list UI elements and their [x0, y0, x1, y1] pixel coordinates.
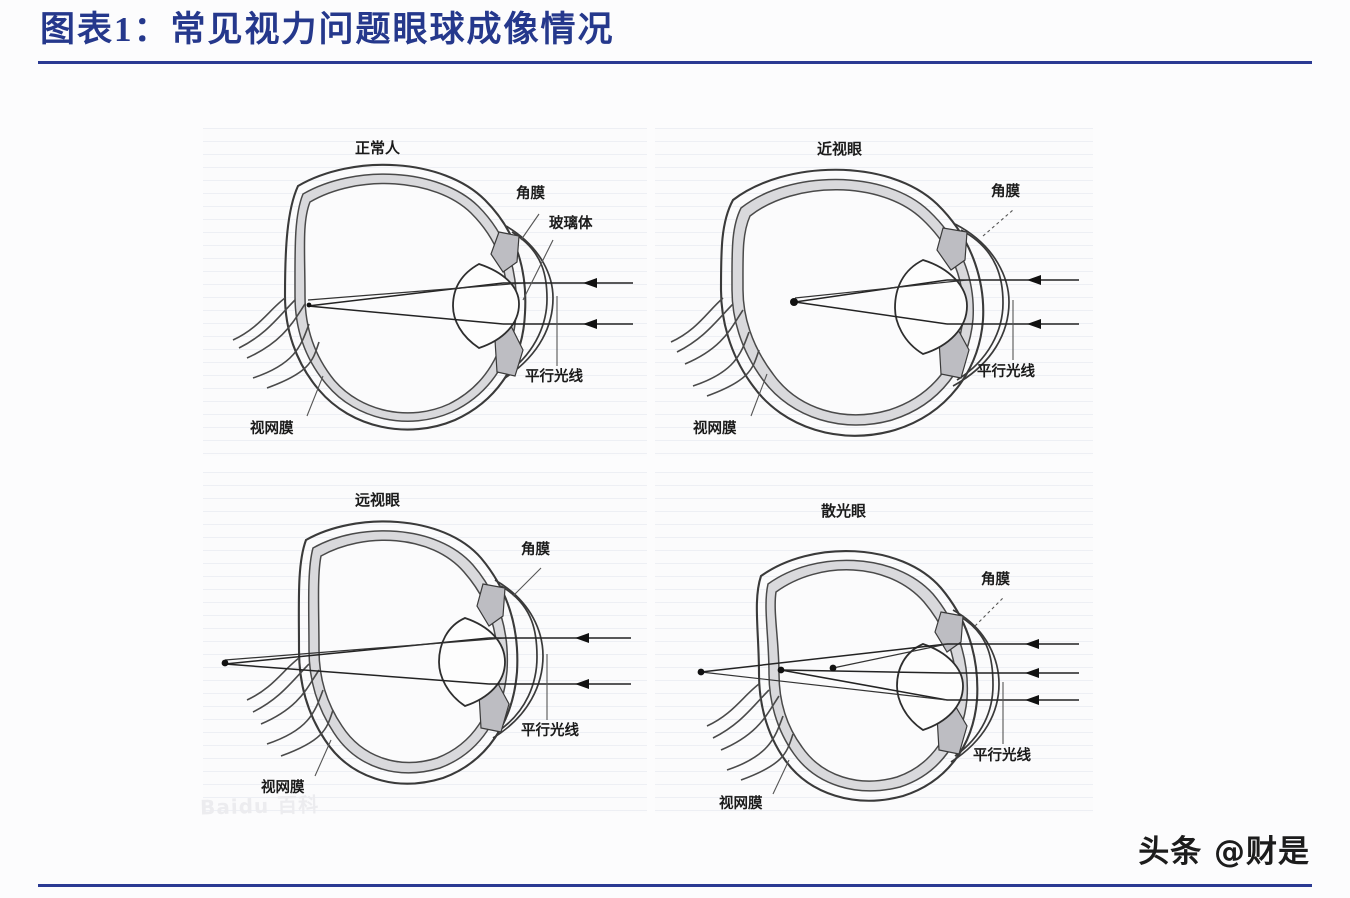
label-parallel-rays: 平行光线 — [973, 746, 1031, 764]
panel-hyperopia-eye: 远视眼 角膜 — [203, 472, 647, 813]
label-vitreous: 玻璃体 — [549, 214, 593, 232]
panel-normal-eye: 正常人 — [203, 128, 647, 456]
label-retina: 视网膜 — [250, 419, 294, 437]
title-bar: 图表1：常见视力问题眼球成像情况 — [0, 0, 1350, 64]
focal-point-3 — [829, 664, 837, 672]
focal-point — [306, 302, 312, 308]
label-retina: 视网膜 — [261, 778, 305, 796]
label-cornea: 角膜 — [521, 540, 550, 558]
toutiao-watermark: 头条 @财是 — [1138, 834, 1310, 870]
label-cornea: 角膜 — [516, 184, 545, 202]
label-parallel-rays: 平行光线 — [525, 367, 583, 385]
label-cornea: 角膜 — [991, 182, 1020, 200]
label-parallel-rays: 平行光线 — [521, 721, 579, 739]
focal-point-1 — [697, 668, 705, 676]
panel-myopia-title: 近视眼 — [817, 140, 862, 158]
focal-point — [790, 298, 798, 306]
focal-point — [221, 659, 229, 667]
label-retina: 视网膜 — [693, 419, 737, 437]
label-retina: 视网膜 — [719, 794, 763, 812]
title-underline-rule — [38, 61, 1312, 64]
eye-imaging-figure: 正常人 — [203, 128, 1093, 813]
footer-rule — [38, 884, 1312, 887]
panel-astigmatism-eye: 散光眼 — [655, 472, 1093, 813]
label-parallel-rays: 平行光线 — [977, 362, 1035, 380]
panel-myopia-eye: 近视眼 角膜 — [655, 128, 1093, 456]
label-cornea: 角膜 — [981, 570, 1010, 588]
panel-astigmatism-title: 散光眼 — [821, 502, 866, 520]
panel-hyperopia-title: 远视眼 — [355, 491, 400, 509]
page-title: 图表1：常见视力问题眼球成像情况 — [40, 10, 615, 49]
baidu-watermark: Baidu 百科 — [199, 792, 320, 820]
focal-point-2 — [777, 666, 785, 674]
panel-normal-title: 正常人 — [355, 139, 401, 157]
